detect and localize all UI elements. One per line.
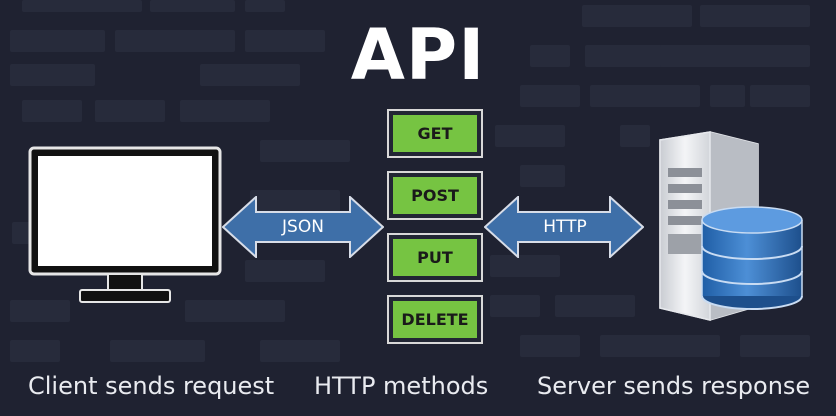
method-get: GET <box>387 109 483 158</box>
method-label: GET <box>393 115 477 152</box>
client-caption: Client sends request <box>28 372 275 400</box>
database-icon <box>701 206 803 310</box>
method-put: PUT <box>387 233 483 282</box>
server-caption: Server sends response <box>537 372 811 400</box>
json-arrow <box>222 196 384 258</box>
method-label: DELETE <box>393 301 477 338</box>
json-label: JSON <box>282 217 324 237</box>
server-icon <box>659 131 803 321</box>
method-delete: DELETE <box>387 295 483 344</box>
methods-caption: HTTP methods <box>314 372 489 400</box>
page-title: API <box>350 14 486 96</box>
method-post: POST <box>387 171 483 220</box>
http-label: HTTP <box>543 217 587 237</box>
method-label: PUT <box>393 239 477 276</box>
monitor-icon <box>28 146 222 303</box>
method-label: POST <box>393 177 477 214</box>
http-arrow <box>484 196 644 258</box>
